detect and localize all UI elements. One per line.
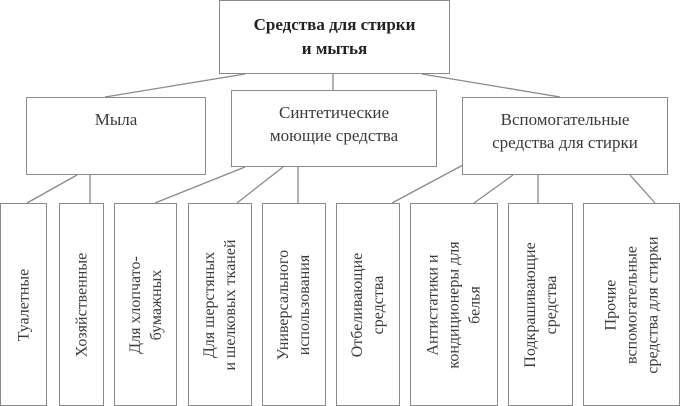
connector (26, 174, 78, 204)
leaf-label-line: использования (296, 254, 313, 355)
node-label: Вспомогательные (500, 110, 630, 129)
node-auxiliary-products: Вспомогательные средства для стирки (462, 97, 668, 175)
leaf-label-line: белья (466, 285, 484, 324)
connector (421, 73, 561, 98)
leaf-household: Хозяйственные (59, 203, 104, 406)
connector (236, 166, 284, 204)
leaf-label-line: средства (370, 275, 387, 334)
leaf-label-line: Для шерстяных (201, 251, 218, 358)
connector (391, 164, 464, 204)
root-node: Средства для стирки и мытья (219, 0, 450, 74)
connector (104, 73, 246, 98)
node-label: средства для стирки (492, 133, 638, 152)
leaf-label-line: кондиционеры для (445, 240, 463, 369)
leaf-label-line: Туалетные (15, 268, 32, 341)
leaf-toilet: Туалетные (0, 203, 47, 406)
leaf-label-line: Для хлопчато- (126, 255, 144, 354)
leaf-label-line: средства (542, 275, 560, 334)
leaf-label-line: Хозяйственные (73, 252, 90, 357)
leaf-label: Туалетные (13, 268, 34, 341)
node-label: Мыла (94, 110, 138, 129)
leaf-label: Для хлопчато-бумажных (125, 256, 167, 354)
leaf-label-line: Подкрашивающие (521, 241, 539, 368)
connector (154, 166, 246, 204)
leaf-label-line: Прочие (602, 279, 619, 330)
leaf-label-line: и шелковых тканей (222, 238, 239, 371)
leaf-cotton: Для хлопчато-бумажных (114, 203, 177, 406)
leaf-label-line: вспомогательные (623, 245, 640, 364)
node-soaps: Мыла (26, 97, 206, 175)
leaf-label-line: Отбеливающие (349, 252, 366, 357)
connector (629, 174, 656, 204)
root-line-1: Средства для стирки (253, 15, 416, 34)
leaf-label-line: средства для стирки (644, 235, 661, 374)
leaf-label-line: Универсального (275, 249, 292, 360)
node-synthetic-detergents: Синтетические моющие средства (231, 90, 437, 167)
leaf-label-line: Антистатики и (424, 253, 442, 356)
connector (473, 174, 514, 204)
node-label: Синтетические (278, 103, 389, 122)
leaf-label-line: бумажных (147, 269, 165, 340)
leaf-label: Хозяйственные (71, 252, 92, 356)
node-label: моющие средства (269, 126, 399, 145)
root-line-2: и мытья (301, 39, 368, 58)
